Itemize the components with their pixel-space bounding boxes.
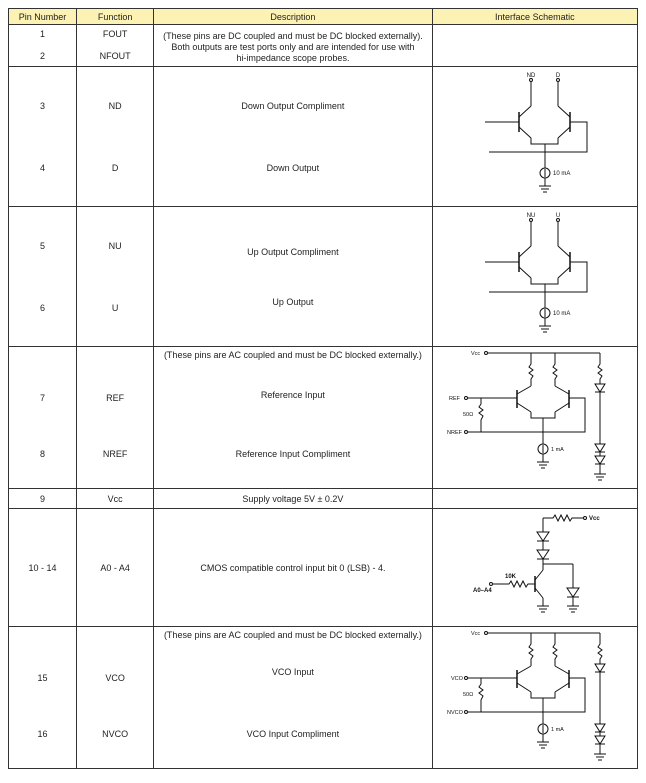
pin-15: 15	[37, 673, 48, 683]
description-nvco: VCO Input Compliment	[246, 729, 340, 739]
function-cell: FOUT NFOUT	[76, 24, 155, 67]
resistor-label: 10K	[505, 574, 517, 580]
function-cell: ND D	[76, 66, 155, 207]
ref-label: REF	[449, 396, 461, 402]
description-cell: (These pins are AC coupled and must be D…	[153, 346, 433, 489]
function-d: D	[111, 163, 119, 173]
current-label: 1 mA	[551, 447, 564, 453]
vco-label: VCO	[451, 676, 464, 682]
schematic-cell: Vcc VCO 50Ω NVCO	[431, 626, 639, 769]
table-row: 7 8 REF NREF (These pins are AC coupled …	[7, 346, 639, 489]
header-schematic: Interface Schematic	[431, 8, 639, 25]
schematic-cell: Vcc 10K A0–A4	[431, 508, 639, 627]
function-cell: REF NREF	[76, 346, 155, 489]
function-cell: NU U	[76, 206, 155, 347]
nvco-label: NVCO	[447, 710, 464, 716]
schematic-label-nd: ND	[526, 73, 535, 79]
pin-3: 3	[40, 101, 46, 111]
schematic-label-nu: NU	[526, 213, 535, 219]
schematic-cell: NU U 10 mA	[431, 206, 639, 347]
resistor-label: 50Ω	[463, 412, 473, 418]
function-nfout: NFOUT	[99, 51, 131, 61]
description-line: hi-impedance scope probes.	[236, 52, 350, 63]
pin-10-14: 10 - 14	[7, 508, 78, 627]
description-nd: Down Output Compliment	[241, 101, 345, 111]
pin-9: 9	[7, 488, 78, 509]
schematic-cell-empty	[431, 488, 639, 509]
cmos-input-schematic-diagram: Vcc 10K A0–A4	[473, 513, 600, 612]
vcc-label: Vcc	[589, 516, 600, 522]
pin-1: 1	[40, 29, 46, 39]
schematic-label-u: U	[556, 213, 560, 219]
function-nu: NU	[108, 241, 122, 251]
current-label: 1 mA	[551, 727, 564, 733]
description-a0-a4: CMOS compatible control input bit 0 (LSB…	[153, 508, 433, 627]
current-label: 10 mA	[553, 311, 570, 317]
resistor-label: 50Ω	[463, 692, 473, 698]
vcc-label: Vcc	[471, 351, 480, 357]
schematic-cell-empty	[431, 24, 639, 67]
pin-4: 4	[40, 163, 46, 173]
table-row: 9 Vcc Supply voltage 5V ± 0.2V	[7, 488, 639, 509]
schematic-cell: ND D 10 mA	[431, 66, 639, 207]
pin-description-table: Pin Number Function Description Interfac…	[7, 8, 639, 769]
pin-cell: 15 16	[7, 626, 78, 769]
header-row: Pin Number Function Description Interfac…	[7, 8, 639, 25]
header-description: Description	[153, 8, 433, 25]
header-function: Function	[76, 8, 155, 25]
description-vco: VCO Input	[271, 667, 314, 677]
table-row: 1 2 FOUT NFOUT (These pins are DC couple…	[7, 24, 639, 67]
pin-cell: 1 2	[7, 24, 78, 67]
function-u: U	[111, 303, 119, 313]
description-line: (These pins are DC coupled and must be D…	[163, 30, 423, 41]
function-vcc: Vcc	[76, 488, 155, 509]
schematic-label-d: D	[556, 73, 561, 79]
header-pin-number: Pin Number	[7, 8, 78, 25]
table-row: 10 - 14 A0 - A4 CMOS compatible control …	[7, 508, 639, 627]
table-row: 5 6 NU U Up Output Compliment Up Output …	[7, 206, 639, 347]
function-vco: VCO	[105, 673, 125, 683]
current-label: 10 mA	[553, 171, 570, 177]
pin-cell: 7 8	[7, 346, 78, 489]
pin-6: 6	[40, 303, 46, 313]
description-cell: (These pins are DC coupled and must be D…	[153, 24, 433, 67]
description-line: Both outputs are test ports only and are…	[171, 41, 415, 52]
pin-cell: 3 4	[7, 66, 78, 207]
description-nref: Reference Input Compliment	[235, 449, 351, 459]
function-nref: NREF	[102, 449, 128, 459]
description-cell: (These pins are AC coupled and must be D…	[153, 626, 433, 769]
table-row: 15 16 VCO NVCO (These pins are AC couple…	[7, 626, 639, 769]
vcc-label: Vcc	[471, 631, 480, 637]
output-schematic-diagram: NU U 10 mA	[484, 213, 588, 332]
coupling-note: (These pins are AC coupled and must be D…	[163, 630, 422, 640]
description-nu: Up Output Compliment	[247, 247, 339, 257]
description-cell: Up Output Compliment Up Output	[153, 206, 433, 347]
schematic-cell: Vcc REF 50Ω NREF	[431, 346, 639, 489]
pin-7: 7	[40, 393, 46, 403]
description-u: Up Output	[272, 297, 314, 307]
input-label: A0–A4	[473, 588, 492, 594]
table-row: 3 4 ND D Down Output Compliment Down Out…	[7, 66, 639, 207]
description-ref: Reference Input	[260, 390, 325, 400]
description-d: Down Output	[266, 163, 320, 173]
function-nvco: NVCO	[102, 729, 129, 739]
description-vcc: Supply voltage 5V ± 0.2V	[153, 488, 433, 509]
pin-16: 16	[37, 729, 48, 739]
pin-5: 5	[40, 241, 46, 251]
output-schematic-diagram: ND D 10 mA	[484, 73, 588, 192]
nref-label: NREF	[447, 430, 463, 436]
input-schematic-diagram: Vcc REF 50Ω NREF	[447, 350, 606, 480]
pin-2: 2	[40, 51, 46, 61]
function-cell: VCO NVCO	[76, 626, 155, 769]
description-cell: Down Output Compliment Down Output	[153, 66, 433, 207]
function-a0-a4: A0 - A4	[76, 508, 155, 627]
function-fout: FOUT	[102, 29, 128, 39]
function-nd: ND	[108, 101, 122, 111]
coupling-note: (These pins are AC coupled and must be D…	[163, 350, 422, 360]
pin-cell: 5 6	[7, 206, 78, 347]
function-ref: REF	[106, 393, 125, 403]
pin-8: 8	[40, 449, 46, 459]
vco-input-schematic-diagram: Vcc VCO 50Ω NVCO	[447, 630, 606, 760]
